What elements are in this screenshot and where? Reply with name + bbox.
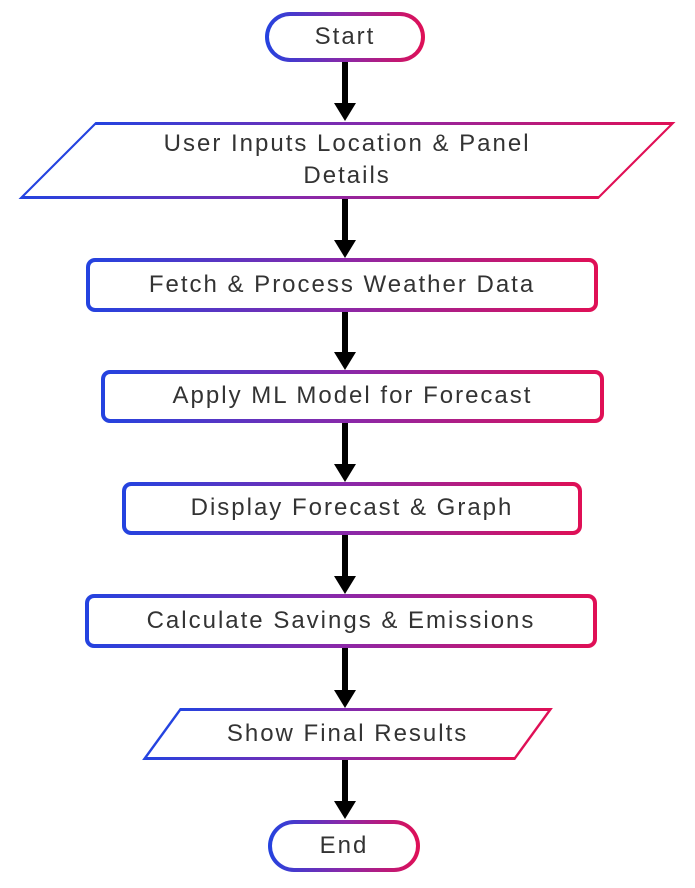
arrow-calc-to-results <box>334 648 356 708</box>
node-start: Start <box>265 12 425 62</box>
arrow-head-icon <box>334 801 356 819</box>
node-display-forecast-label: Display Forecast & Graph <box>190 494 514 522</box>
node-calc-savings: Calculate Savings & Emissions <box>85 594 597 648</box>
arrow-display-to-calc <box>334 535 356 594</box>
node-show-results-label: Show Final Results <box>226 719 469 747</box>
arrow-input-to-fetch <box>334 199 356 258</box>
arrow-head-icon <box>334 464 356 482</box>
node-fetch-weather-label: Fetch & Process Weather Data <box>148 270 536 298</box>
arrow-shaft <box>342 423 348 464</box>
arrow-head-icon <box>334 240 356 258</box>
node-calc-savings-body: Calculate Savings & Emissions <box>89 598 593 644</box>
node-apply-ml-model-body: Apply ML Model for Forecast <box>105 374 600 419</box>
node-display-forecast-body: Display Forecast & Graph <box>126 486 578 531</box>
node-show-results-body: Show Final Results <box>147 711 548 757</box>
node-user-input-label: User Inputs Location & Panel Details <box>163 130 531 190</box>
arrow-shaft <box>342 199 348 240</box>
arrow-shaft <box>342 312 348 352</box>
arrow-start-to-input <box>334 62 356 121</box>
node-end: End <box>268 820 420 872</box>
arrow-head-icon <box>334 690 356 708</box>
node-calc-savings-label: Calculate Savings & Emissions <box>146 606 536 634</box>
node-show-results: Show Final Results <box>142 708 553 760</box>
arrow-head-icon <box>334 576 356 594</box>
node-apply-ml-model: Apply ML Model for Forecast <box>101 370 604 423</box>
node-display-forecast: Display Forecast & Graph <box>122 482 582 535</box>
arrow-shaft <box>342 760 348 801</box>
node-user-input: User Inputs Location & Panel Details <box>18 122 676 199</box>
node-fetch-weather-body: Fetch & Process Weather Data <box>90 262 594 308</box>
arrow-shaft <box>342 535 348 576</box>
arrow-shaft <box>342 62 348 103</box>
arrow-model-to-display <box>334 423 356 482</box>
node-apply-ml-model-label: Apply ML Model for Forecast <box>172 382 533 410</box>
node-end-label: End <box>319 831 369 859</box>
arrow-head-icon <box>334 103 356 121</box>
arrow-results-to-end <box>334 760 356 819</box>
arrow-fetch-to-model <box>334 312 356 370</box>
node-start-label: Start <box>314 22 376 50</box>
arrow-shaft <box>342 648 348 690</box>
node-end-body: End <box>272 824 416 868</box>
node-fetch-weather: Fetch & Process Weather Data <box>86 258 598 312</box>
arrow-head-icon <box>334 352 356 370</box>
node-start-body: Start <box>269 16 421 58</box>
node-user-input-body: User Inputs Location & Panel Details <box>24 125 670 196</box>
